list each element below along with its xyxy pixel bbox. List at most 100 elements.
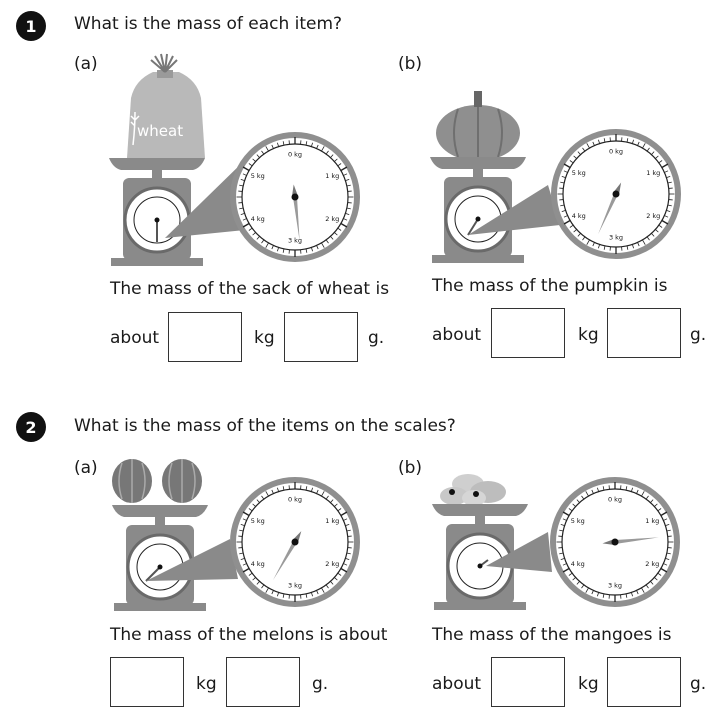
q2a-kg-answer-box[interactable] bbox=[110, 657, 184, 707]
dial-tick bbox=[666, 176, 671, 179]
dial-tick bbox=[591, 489, 594, 494]
melons-icon bbox=[112, 459, 202, 503]
dial-tick bbox=[242, 518, 247, 521]
dial-tick bbox=[592, 242, 595, 247]
q1b-kg-answer-box[interactable] bbox=[491, 308, 565, 358]
question-1-number: 1 bbox=[16, 11, 46, 41]
dial-tick bbox=[581, 584, 585, 589]
q1b-part-label: (b) bbox=[398, 54, 423, 74]
dial-tick bbox=[655, 229, 659, 233]
dial-tick bbox=[664, 215, 669, 218]
wheat-sack-icon: wheat bbox=[127, 53, 205, 158]
dial-tick bbox=[343, 218, 348, 221]
dial-tick bbox=[626, 138, 629, 143]
dial-tick bbox=[242, 567, 250, 573]
q1a-kg-answer-box[interactable] bbox=[168, 312, 242, 362]
dial-tick bbox=[582, 236, 586, 241]
dial-tick bbox=[330, 154, 334, 158]
dial-tick bbox=[586, 239, 590, 245]
dial-label: 5 kg bbox=[251, 172, 265, 180]
dial-tick bbox=[661, 219, 669, 225]
q1a-scale-illustration: wheat 0 kg1 kg2 kg3 kg4 kg5 kg bbox=[109, 53, 360, 266]
q1b-g-answer-box[interactable] bbox=[607, 308, 681, 358]
dial-tick bbox=[658, 224, 663, 228]
q2a-g-answer-box[interactable] bbox=[226, 657, 300, 707]
question-2-number: 2 bbox=[16, 412, 46, 442]
dial-tick bbox=[337, 227, 342, 231]
dial-tick bbox=[346, 529, 351, 532]
dial-tick bbox=[252, 503, 256, 507]
dial-tick bbox=[562, 563, 567, 566]
dial-tick bbox=[637, 141, 640, 146]
dial-tick bbox=[242, 222, 250, 228]
kitchen-scale-icon bbox=[109, 158, 205, 266]
q2b-scale-illustration: 0 kg1 kg2 kg3 kg4 kg5 kg bbox=[432, 474, 680, 610]
dial-tick bbox=[334, 577, 338, 581]
dial-tick bbox=[641, 491, 645, 497]
dial-tick bbox=[573, 155, 577, 159]
dial-tick bbox=[248, 227, 253, 231]
dial-tick bbox=[239, 207, 244, 210]
dial-tick bbox=[316, 245, 319, 250]
dial-tick bbox=[650, 581, 654, 585]
dial-tick bbox=[337, 163, 342, 167]
dial-tick bbox=[582, 147, 586, 152]
dial-tick bbox=[592, 141, 595, 146]
dial-tick bbox=[631, 139, 634, 144]
dial-tick bbox=[602, 486, 605, 491]
dial-tick bbox=[239, 184, 244, 187]
dial-needle bbox=[273, 541, 297, 581]
dial-label: 2 kg bbox=[646, 212, 660, 220]
dial-label: 0 kg bbox=[288, 151, 302, 159]
dial-tick bbox=[585, 491, 589, 497]
dial-tick bbox=[265, 587, 269, 593]
q2b-g-answer-box[interactable] bbox=[607, 657, 681, 707]
dial-label: 3 kg bbox=[608, 582, 622, 590]
dial-tick bbox=[654, 577, 658, 581]
q2b-part-label: (b) bbox=[398, 458, 423, 478]
q2b-sentence: The mass of the mangoes is bbox=[432, 625, 672, 645]
dial-tick bbox=[657, 572, 662, 576]
dial-tick bbox=[240, 524, 245, 527]
q2b-kg-unit: kg bbox=[578, 674, 599, 694]
dial-label: 1 kg bbox=[325, 517, 339, 525]
dial-tick bbox=[316, 590, 319, 595]
dial-label: 2 kg bbox=[325, 215, 339, 223]
magnifier-connector bbox=[486, 532, 552, 572]
dial-pivot bbox=[291, 193, 299, 201]
dial-tick bbox=[642, 239, 646, 245]
dial-tick bbox=[271, 245, 274, 250]
dial-tick bbox=[651, 233, 655, 237]
q1a-sentence: The mass of the sack of wheat is bbox=[110, 279, 390, 299]
dial-tick bbox=[271, 489, 274, 494]
dial-tick bbox=[261, 584, 265, 589]
q2b-kg-answer-box[interactable] bbox=[491, 657, 565, 707]
dial-tick bbox=[330, 236, 334, 240]
dial-tick bbox=[305, 593, 308, 598]
dial-needle bbox=[293, 196, 300, 241]
dial-tick bbox=[664, 170, 669, 173]
dial-tick bbox=[325, 239, 329, 244]
dial-label: 2 kg bbox=[645, 560, 659, 568]
dial-tick bbox=[310, 247, 313, 252]
wheat-sack-label: wheat bbox=[137, 122, 183, 140]
dial-needle bbox=[598, 193, 618, 235]
dial-tick bbox=[603, 138, 606, 143]
dial-tick bbox=[667, 181, 672, 184]
dial-tick bbox=[563, 219, 571, 225]
dial-tick bbox=[576, 499, 580, 503]
dial-tick bbox=[625, 486, 628, 491]
dial-tick bbox=[248, 572, 253, 576]
dial-tick bbox=[345, 212, 350, 215]
dial-tick bbox=[665, 524, 670, 527]
dial-tick bbox=[265, 146, 269, 152]
dial-tick bbox=[562, 511, 570, 517]
dial-label: 2 kg bbox=[325, 560, 339, 568]
q2a-sentence: The mass of the melons is about bbox=[110, 625, 388, 645]
dial-tick bbox=[252, 577, 256, 581]
dial-tick bbox=[277, 592, 280, 597]
dial-tick bbox=[325, 495, 329, 500]
dial-tick bbox=[261, 239, 265, 244]
dial-tick bbox=[660, 511, 668, 517]
q1a-g-answer-box[interactable] bbox=[284, 312, 358, 362]
